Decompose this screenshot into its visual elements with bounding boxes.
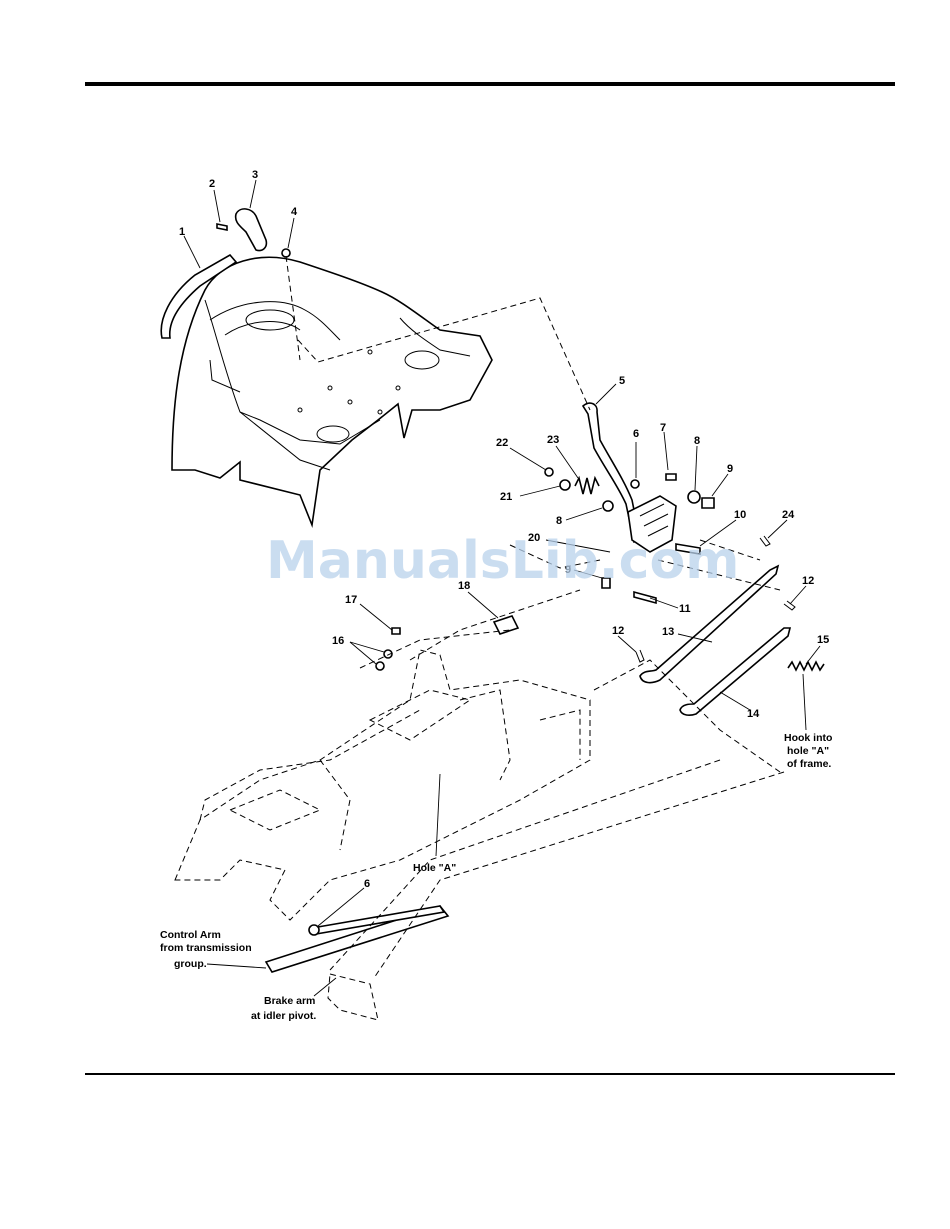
callout-9a: 9	[727, 463, 733, 475]
part-8-washer	[603, 501, 613, 511]
hook-note-line1: Hook into	[784, 732, 832, 744]
callout-16: 16	[332, 635, 344, 647]
callout-12b: 12	[612, 625, 624, 637]
control-arm-line1: Control Arm	[160, 929, 221, 941]
part-22-nut	[545, 468, 553, 476]
callout-17: 17	[345, 594, 357, 606]
callout-8a: 8	[694, 435, 700, 447]
callout-12a: 12	[802, 575, 814, 587]
hole-a-label: Hole "A"	[413, 862, 456, 874]
part-15-spring	[788, 662, 824, 670]
frame-assembly	[175, 650, 590, 920]
control-arm-line3: group.	[174, 958, 207, 970]
part-7-bolt	[666, 474, 676, 480]
callout-11: 11	[679, 603, 691, 615]
callout-8b: 8	[556, 515, 562, 527]
callout-13: 13	[662, 626, 674, 638]
hook-note-line3: of frame.	[787, 758, 831, 770]
part-8b-washer	[688, 491, 700, 503]
callout-4: 4	[291, 206, 298, 218]
part-17-bolt	[392, 628, 400, 634]
callout-7: 7	[660, 422, 666, 434]
brake-arm-line2: at idler pivot.	[251, 1010, 316, 1022]
part-4-nut	[282, 249, 290, 257]
callout-15: 15	[817, 634, 829, 646]
part-12a-cotter	[636, 650, 644, 662]
part-3-handle	[236, 209, 267, 251]
part-12b-cotter	[784, 601, 795, 610]
part-2-screw	[217, 224, 227, 230]
callout-14: 14	[747, 708, 760, 720]
callout-5: 5	[619, 375, 625, 387]
callout-6b: 6	[364, 878, 370, 890]
part-16b-nut	[376, 662, 384, 670]
brake-arm-pivot	[328, 974, 378, 1020]
part-6-nut	[631, 480, 639, 488]
callout-6a: 6	[633, 428, 639, 440]
hook-note-line2: hole "A"	[787, 745, 829, 757]
control-arm-line2: from transmission	[160, 942, 252, 954]
fender-assembly	[172, 257, 492, 525]
callout-3: 3	[252, 169, 258, 181]
notes: Hook into hole "A" of frame. Hole "A" Co…	[160, 732, 832, 1022]
callout-21: 21	[500, 491, 512, 503]
callout-24: 24	[782, 509, 795, 521]
callout-10: 10	[734, 509, 746, 521]
part-11-bolt	[634, 592, 656, 603]
brake-arm-line1: Brake arm	[264, 995, 315, 1007]
callout-23: 23	[547, 434, 559, 446]
part-9-bushing	[702, 498, 714, 508]
part-23-spring	[575, 478, 599, 494]
watermark: ManualsLib.com	[266, 531, 739, 591]
part-6b-nut	[309, 925, 319, 935]
callout-2: 2	[209, 178, 215, 190]
callout-22: 22	[496, 437, 508, 449]
callout-1: 1	[179, 226, 185, 238]
part-21-washer	[560, 480, 570, 490]
